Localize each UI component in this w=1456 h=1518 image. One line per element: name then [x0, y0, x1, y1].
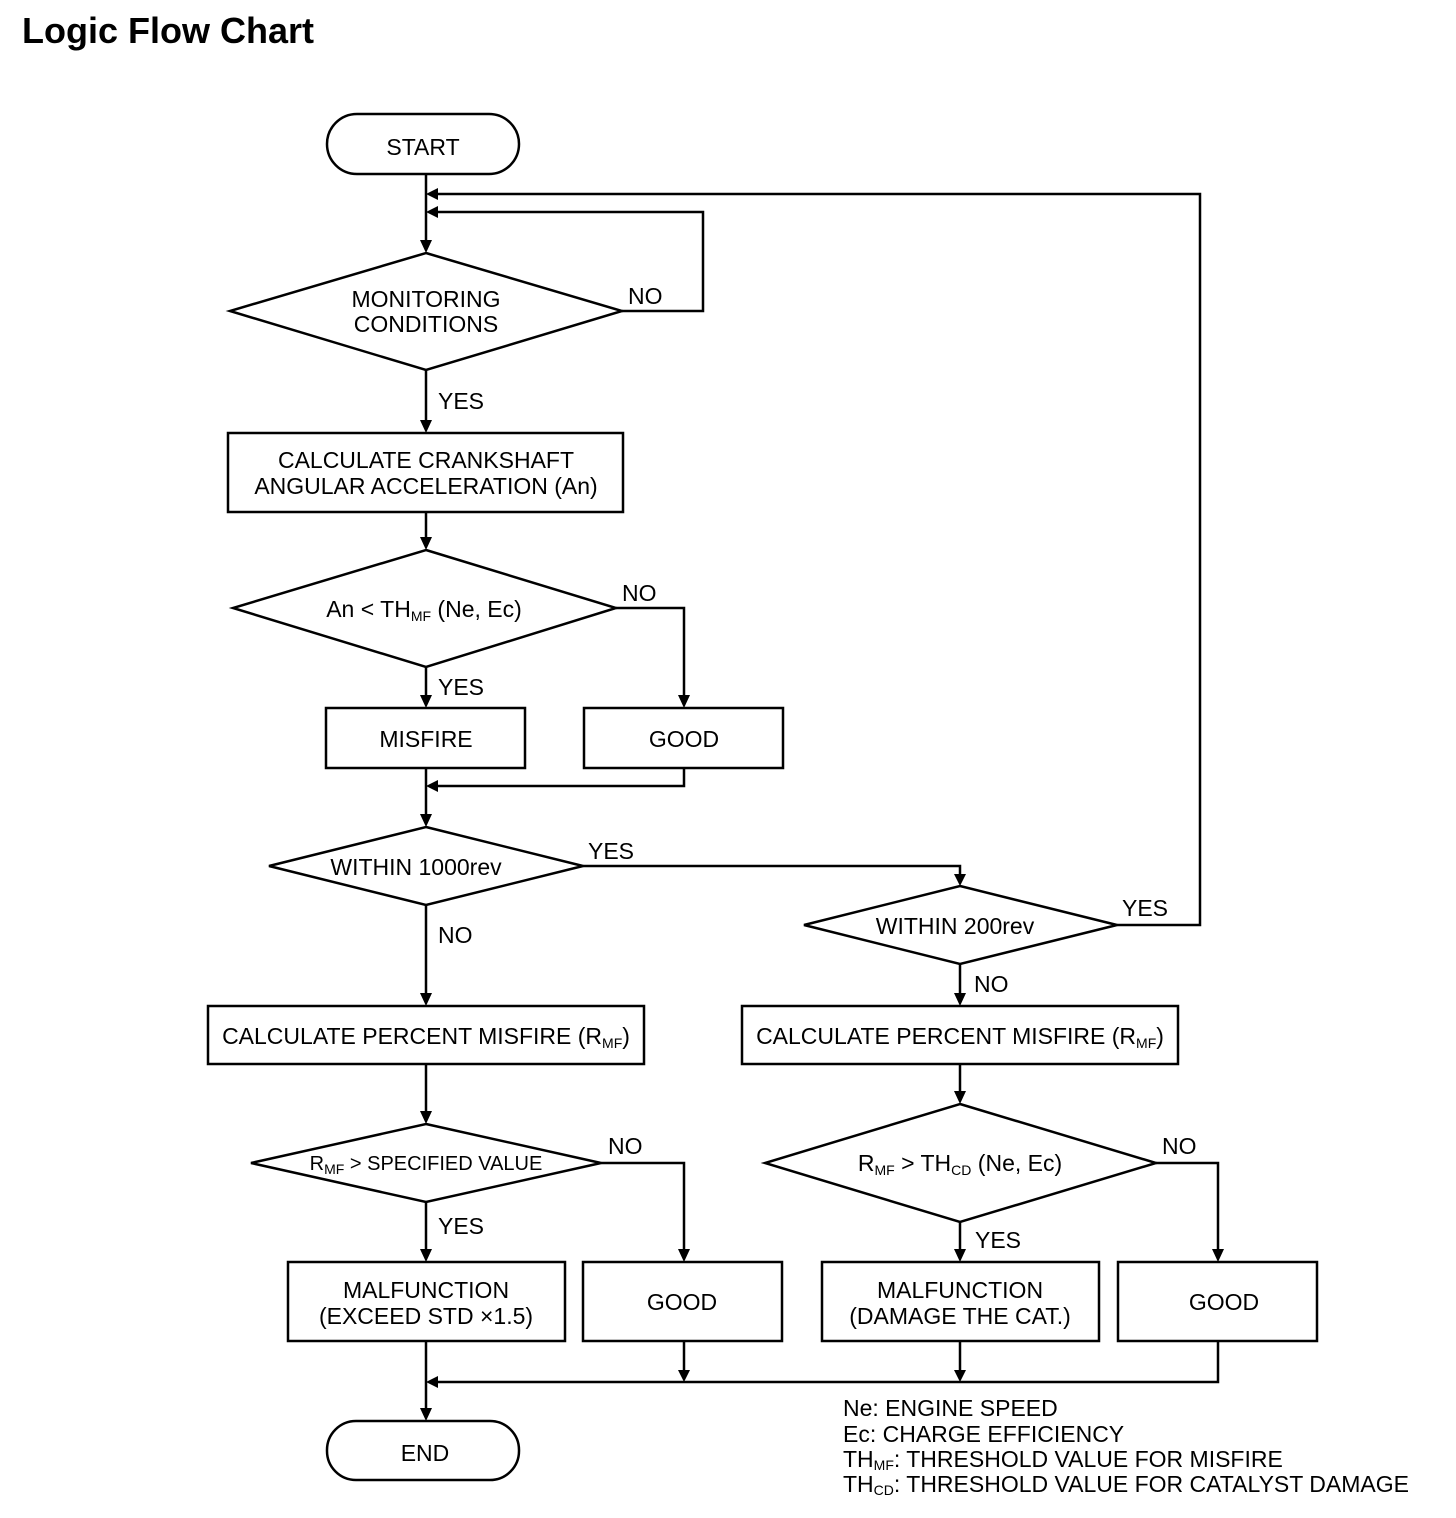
arrowhead — [420, 420, 432, 433]
monitoring-label-2: CONDITIONS — [354, 311, 498, 337]
edge-monitoring-no-loop — [436, 210, 705, 313]
arrowhead — [420, 814, 432, 827]
legend-ne: Ne: ENGINE SPEED — [843, 1395, 1058, 1421]
node-monitoring-conditions: MONITORING CONDITIONS — [225, 251, 627, 372]
within200-label: WITHIN 200rev — [876, 913, 1035, 939]
edge-label-thcd-no: NO — [1162, 1133, 1197, 1159]
arrowhead — [426, 1376, 438, 1388]
edges — [420, 174, 1224, 1421]
arrowhead — [1212, 1249, 1224, 1262]
edge-label-w1000-yes: YES — [588, 838, 634, 864]
edge-spec-no — [601, 1161, 686, 1251]
arrowhead — [420, 1249, 432, 1262]
arrowhead — [678, 695, 690, 708]
good-1-label: GOOD — [649, 726, 719, 752]
legend-thmf: THMF: THRESHOLD VALUE FOR MISFIRE — [843, 1446, 1283, 1473]
node-malfunction-std: MALFUNCTION (EXCEED STD ×1.5) — [286, 1260, 567, 1343]
arrowhead — [420, 695, 432, 708]
edge-label-spec-no: NO — [608, 1133, 643, 1159]
node-start: START — [325, 112, 521, 176]
legend: Ne: ENGINE SPEED Ec: CHARGE EFFICIENCY T… — [843, 1395, 1409, 1498]
node-rmf-thcd: RMF > THCD (Ne, Ec) — [760, 1102, 1161, 1224]
arrowhead — [678, 1249, 690, 1262]
arrowhead — [420, 240, 432, 253]
node-rmf-specified: RMF > SPECIFIED VALUE — [250, 1122, 602, 1204]
an-check-label: An < THMF (Ne, Ec) — [326, 596, 522, 624]
edge-label-w1000-no: NO — [438, 922, 473, 948]
malf-cat-label-1: MALFUNCTION — [877, 1277, 1043, 1303]
arrowhead — [426, 780, 438, 792]
arrowhead — [678, 1370, 690, 1382]
node-good-1: GOOD — [582, 706, 785, 770]
arrowhead — [420, 1111, 432, 1124]
edge-within1000-yes — [583, 864, 962, 875]
node-within-1000rev: WITHIN 1000rev — [268, 825, 584, 907]
edge-thcd-no — [1156, 1161, 1220, 1251]
node-calc-percent-right: CALCULATE PERCENT MISFIRE (RMF) — [740, 1004, 1180, 1066]
edge-label-an-no: NO — [622, 580, 657, 606]
malf-cat-label-2: (DAMAGE THE CAT.) — [849, 1303, 1071, 1329]
edge-label-w200-no: NO — [974, 971, 1009, 997]
node-calc-percent-left: CALCULATE PERCENT MISFIRE (RMF) — [206, 1004, 646, 1066]
malf-std-label-2: (EXCEED STD ×1.5) — [319, 1303, 533, 1329]
good-2-label: GOOD — [647, 1289, 717, 1315]
node-end: END — [325, 1419, 521, 1482]
malf-std-label-1: MALFUNCTION — [343, 1277, 509, 1303]
node-an-check: An < THMF (Ne, Ec) — [228, 548, 621, 669]
node-malfunction-cat: MALFUNCTION (DAMAGE THE CAT.) — [820, 1260, 1101, 1343]
edge-label-mon-no: NO — [628, 283, 663, 309]
arrowhead — [954, 874, 966, 886]
rmf-spec-label: RMF > SPECIFIED VALUE — [310, 1153, 543, 1177]
good-3-label: GOOD — [1189, 1289, 1259, 1315]
edge-label-spec-yes: YES — [438, 1213, 484, 1239]
node-good-3: GOOD — [1116, 1260, 1319, 1343]
arrowhead — [420, 1408, 432, 1421]
edge-label-thcd-yes: YES — [975, 1227, 1021, 1253]
legend-ec: Ec: CHARGE EFFICIENCY — [843, 1421, 1124, 1447]
calc-pct-right-label: CALCULATE PERCENT MISFIRE (RMF) — [756, 1023, 1164, 1051]
within1000-label: WITHIN 1000rev — [330, 854, 502, 880]
edge-label-w200-yes: YES — [1122, 895, 1168, 921]
edge-within200-yes-loop — [436, 192, 1202, 927]
edge-good1-merge — [436, 768, 686, 788]
start-label: START — [386, 134, 459, 160]
calc-accel-label-1: CALCULATE CRANKSHAFT — [278, 447, 574, 473]
end-label: END — [401, 1440, 450, 1466]
arrowhead — [954, 1370, 966, 1382]
edge-label-mon-yes: YES — [438, 388, 484, 414]
monitoring-label-1: MONITORING — [351, 286, 500, 312]
arrowhead — [954, 1091, 966, 1104]
edge-an-no — [616, 606, 686, 697]
node-misfire: MISFIRE — [324, 706, 527, 770]
rmf-thcd-label: RMF > THCD (Ne, Ec) — [858, 1150, 1062, 1178]
arrowhead — [426, 188, 438, 200]
edge-label-an-yes: YES — [438, 674, 484, 700]
legend-thcd: THCD: THRESHOLD VALUE FOR CATALYST DAMAG… — [843, 1471, 1409, 1498]
arrowhead — [420, 993, 432, 1006]
page-title: Logic Flow Chart — [22, 10, 314, 51]
node-calc-accel: CALCULATE CRANKSHAFT ANGULAR ACCELERATIO… — [226, 431, 625, 514]
node-good-2: GOOD — [581, 1260, 784, 1343]
arrowhead — [954, 1249, 966, 1262]
misfire-label: MISFIRE — [379, 726, 472, 752]
edge-good3-merge — [436, 1341, 1220, 1384]
node-within-200rev: WITHIN 200rev — [803, 884, 1118, 966]
arrowhead — [954, 993, 966, 1006]
calc-pct-left-label: CALCULATE PERCENT MISFIRE (RMF) — [222, 1023, 630, 1051]
arrowhead — [426, 206, 438, 218]
calc-accel-label-2: ANGULAR ACCELERATION (An) — [254, 473, 597, 499]
arrowhead — [420, 537, 432, 550]
edge-labels: NO YES NO YES YES NO YES NO NO YES NO YE… — [438, 283, 1197, 1253]
